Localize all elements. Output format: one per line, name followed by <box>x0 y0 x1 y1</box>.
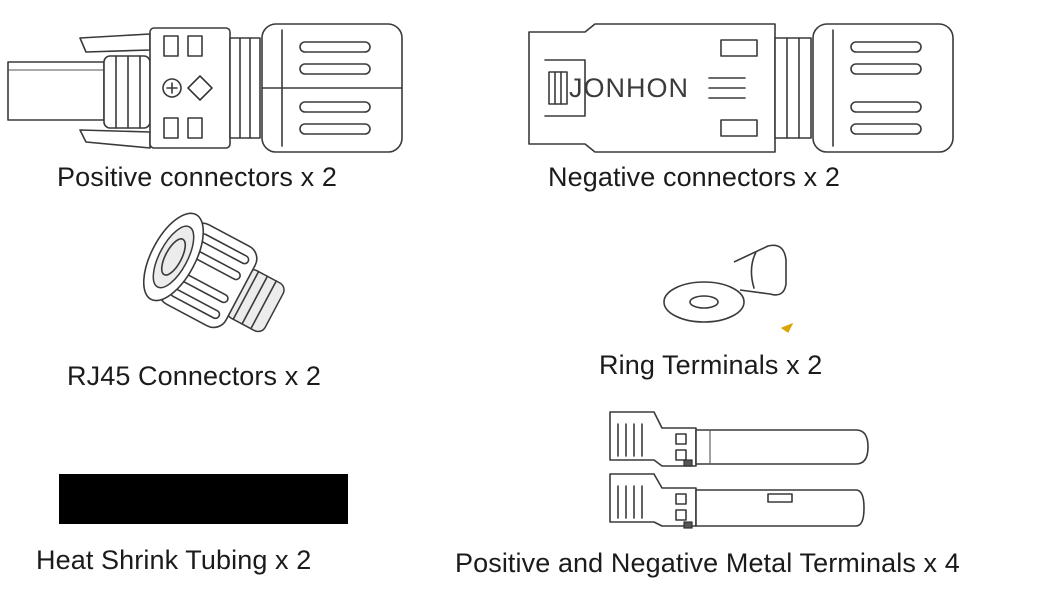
positive-connector-illustration <box>7 23 403 153</box>
negative-connector-illustration: JONHON <box>528 23 954 153</box>
ring-terminal-illustration <box>663 244 794 333</box>
heat-shrink-tubing-label: Heat Shrink Tubing x 2 <box>36 545 312 575</box>
jonhon-brand-text: JONHON <box>569 73 689 103</box>
positive-connectors-label: Positive connectors x 2 <box>57 162 337 192</box>
heat-shrink-tubing-illustration <box>59 474 348 524</box>
metal-terminals-illustration <box>609 411 869 529</box>
negative-connectors-label: Negative connectors x 2 <box>548 162 840 192</box>
ring-terminals-label: Ring Terminals x 2 <box>599 350 823 380</box>
rj45-connectors-label: RJ45 Connectors x 2 <box>67 361 322 391</box>
metal-terminals-label: Positive and Negative Metal Terminals x … <box>455 548 960 578</box>
rj45-connector-illustration <box>142 212 285 333</box>
